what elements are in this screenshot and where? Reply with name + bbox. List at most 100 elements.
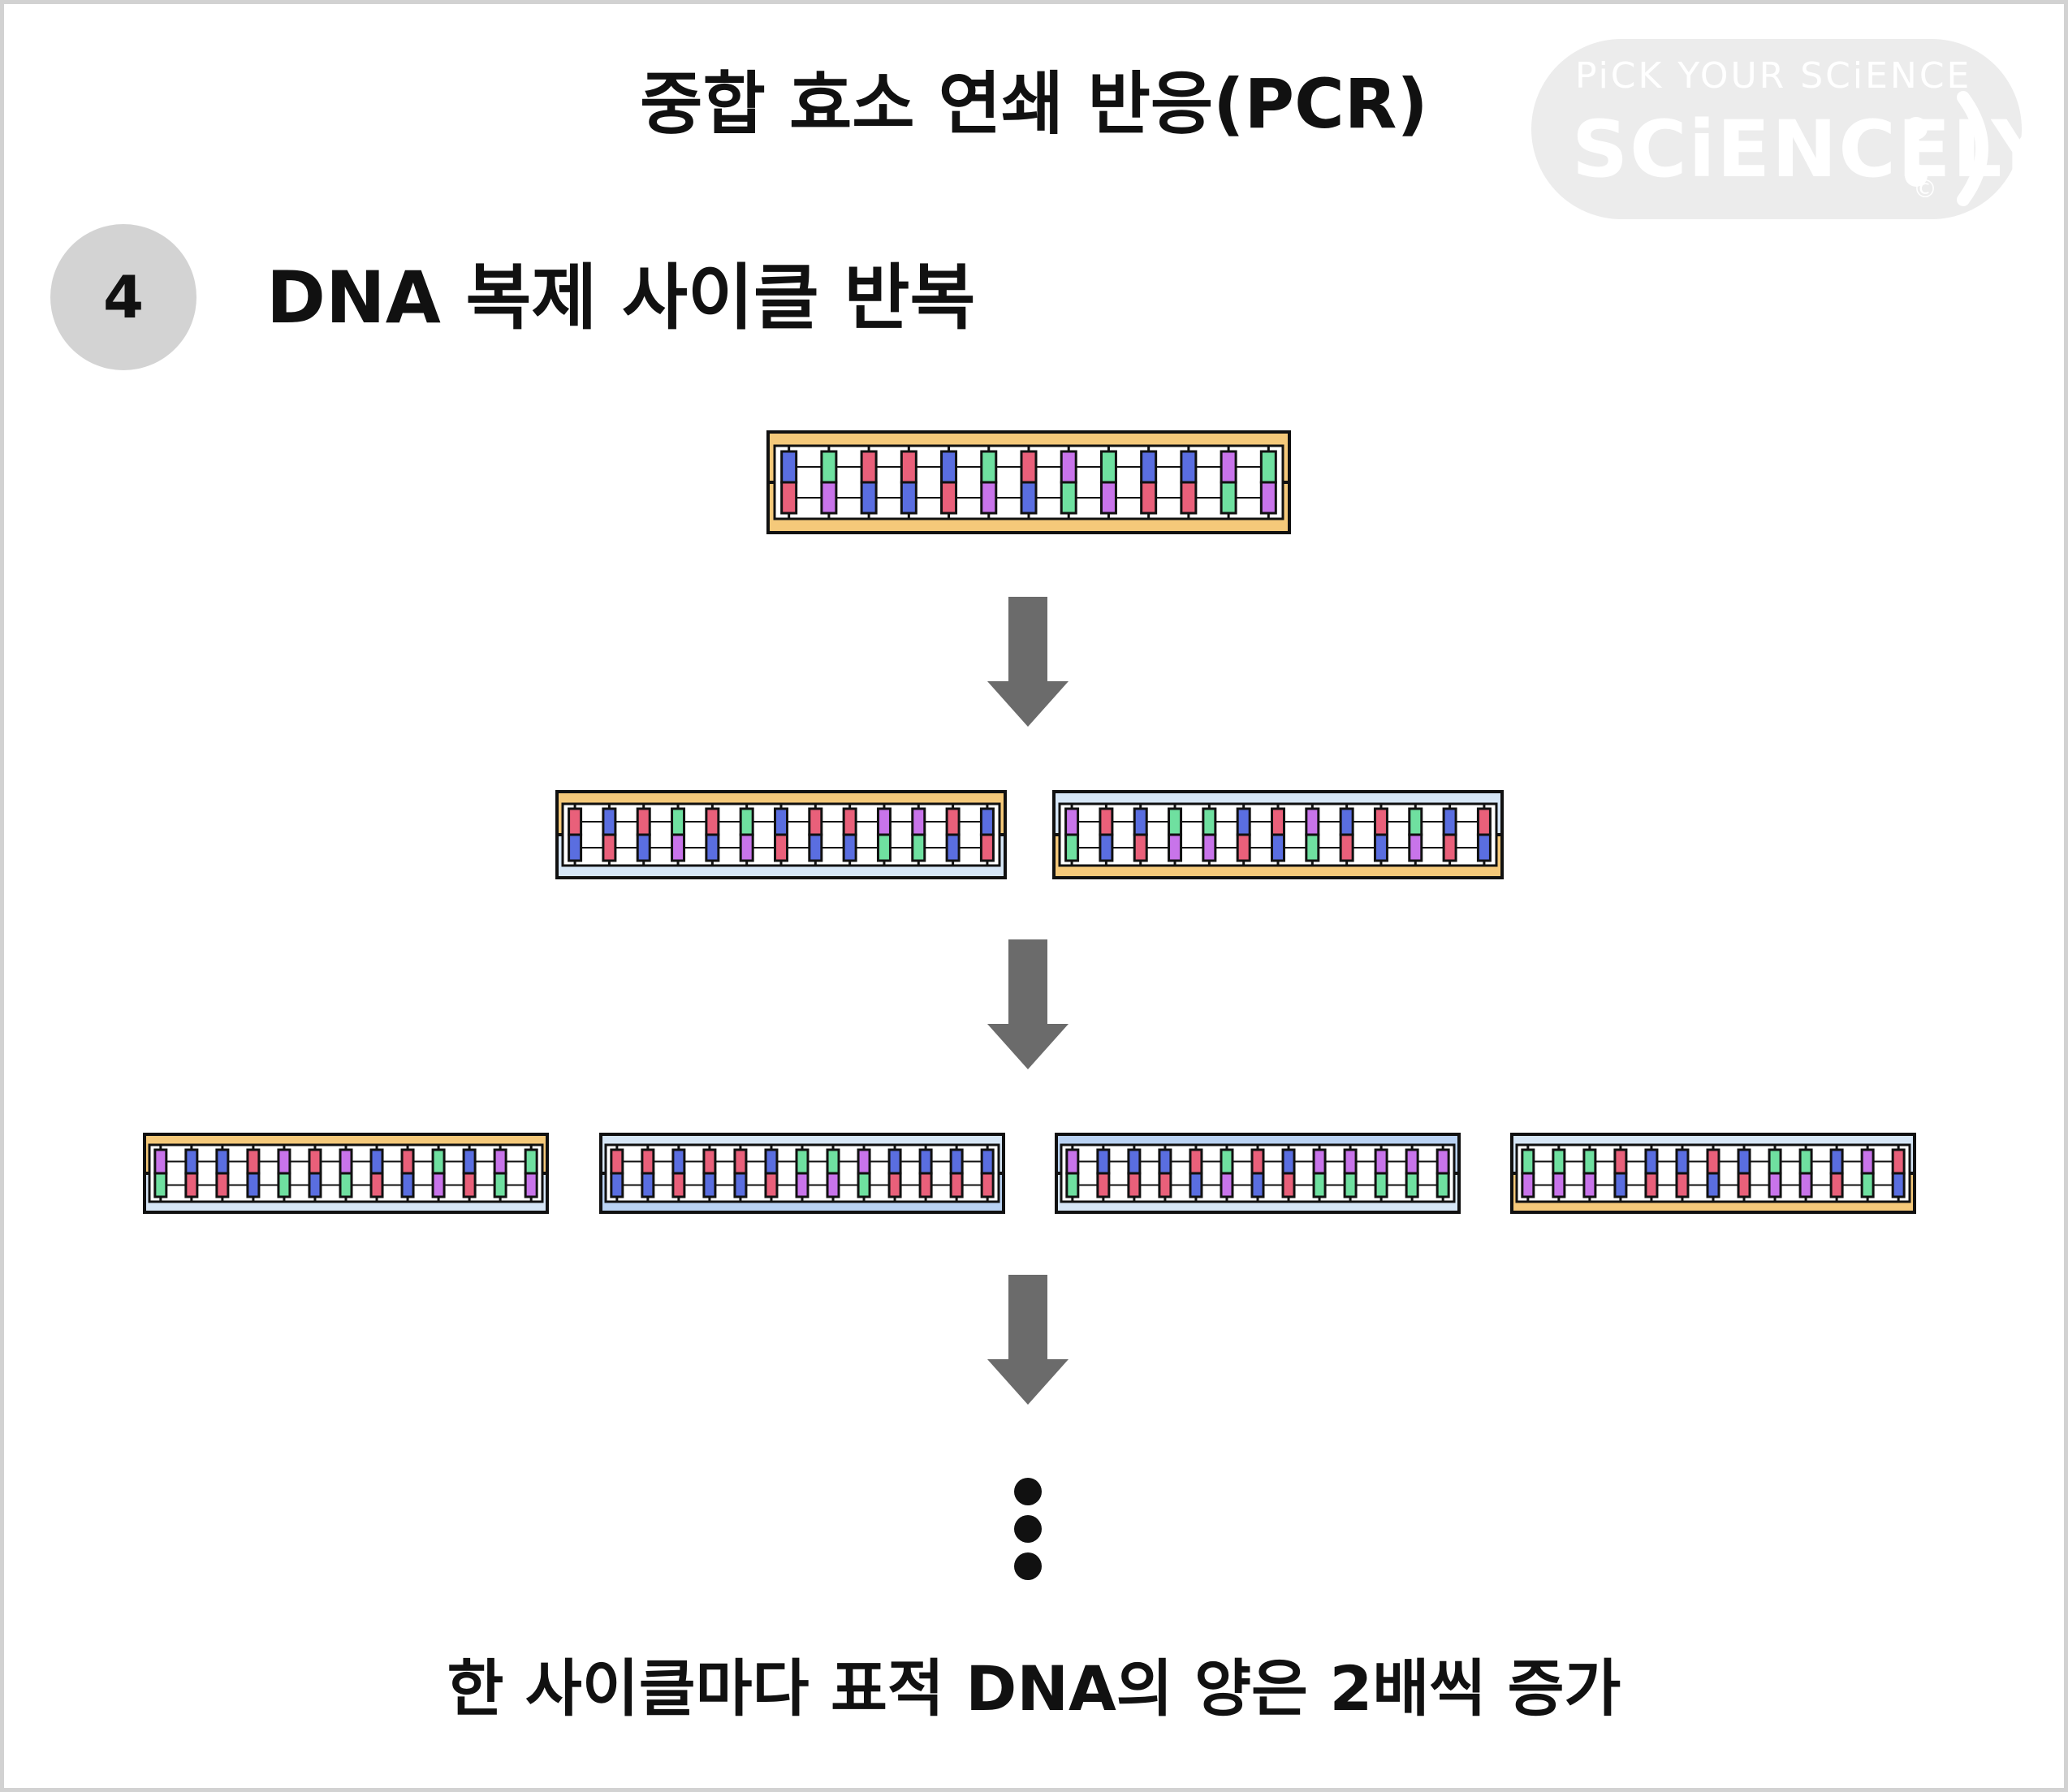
nucleotide-base xyxy=(1099,833,1114,862)
nucleotide-base xyxy=(524,1148,538,1175)
nucleotide-base xyxy=(1312,1172,1327,1198)
nucleotide-base xyxy=(1737,1172,1751,1198)
ellipsis-dot xyxy=(1014,1515,1042,1543)
nucleotide-base xyxy=(1271,833,1285,862)
nucleotide-base xyxy=(1060,481,1077,515)
nucleotide-base xyxy=(940,481,958,515)
nucleotide-base xyxy=(1521,1172,1535,1198)
nucleotide-base xyxy=(1065,1172,1080,1198)
nucleotide-base xyxy=(808,807,823,836)
nucleotide-base xyxy=(820,450,838,484)
nucleotide-base xyxy=(980,450,998,484)
nucleotide-base xyxy=(602,833,617,862)
nucleotide-base xyxy=(1476,833,1492,862)
nucleotide-base xyxy=(705,833,720,862)
nucleotide-base xyxy=(980,481,998,515)
nucleotide-base xyxy=(842,833,857,862)
nucleotide-base xyxy=(702,1172,717,1198)
nucleotide-base xyxy=(277,1148,291,1175)
nucleotide-base xyxy=(1064,833,1080,862)
nucleotide-base xyxy=(739,807,754,836)
nucleotide-base xyxy=(1281,1172,1296,1198)
nucleotide-base xyxy=(876,833,892,862)
nucleotide-base xyxy=(153,1172,168,1198)
nucleotide-base xyxy=(1281,1148,1296,1175)
down-arrow-icon xyxy=(987,597,1069,727)
nucleotide-base xyxy=(1373,833,1388,862)
nucleotide-base xyxy=(1768,1148,1782,1175)
nucleotide-base xyxy=(949,1148,964,1175)
nucleotide-base xyxy=(1220,450,1237,484)
nucleotide-base xyxy=(246,1148,261,1175)
nucleotide-base xyxy=(1339,833,1354,862)
nucleotide-base xyxy=(1436,1172,1450,1198)
nucleotide-base xyxy=(795,1148,809,1175)
nucleotide-base xyxy=(1220,1172,1234,1198)
nucleotide-base xyxy=(636,807,651,836)
nucleotide-base xyxy=(1220,481,1237,515)
nucleotide-base xyxy=(1891,1148,1906,1175)
nucleotide-base xyxy=(524,1172,538,1198)
nucleotide-base xyxy=(1189,1148,1203,1175)
nucleotide-base xyxy=(1096,1172,1111,1198)
nucleotide-base xyxy=(1768,1172,1782,1198)
nucleotide-base xyxy=(1339,807,1354,836)
nucleotide-base xyxy=(1312,1148,1327,1175)
nucleotide-base xyxy=(339,1172,353,1198)
nucleotide-base xyxy=(702,1148,717,1175)
nucleotide-base xyxy=(1168,807,1183,836)
nucleotide-base xyxy=(826,1172,840,1198)
nucleotide-base xyxy=(705,807,720,836)
nucleotide-base xyxy=(1158,1148,1172,1175)
nucleotide-base xyxy=(400,1148,415,1175)
nucleotide-base xyxy=(780,450,798,484)
nucleotide-base xyxy=(1374,1172,1388,1198)
nucleotide-base xyxy=(1798,1148,1813,1175)
nucleotide-base xyxy=(1099,807,1114,836)
nucleotide-base xyxy=(1675,1148,1690,1175)
nucleotide-base xyxy=(1405,1148,1419,1175)
nucleotide-base xyxy=(820,481,838,515)
ellipsis-dot xyxy=(1014,1552,1042,1580)
nucleotide-base xyxy=(795,1172,809,1198)
nucleotide-base xyxy=(1860,1148,1875,1175)
nucleotide-base xyxy=(246,1172,261,1198)
nucleotide-base xyxy=(900,481,917,515)
nucleotide-base xyxy=(462,1172,477,1198)
nucleotide-base xyxy=(1065,1148,1080,1175)
nucleotide-base xyxy=(1060,450,1077,484)
nucleotide-base xyxy=(493,1172,507,1198)
nucleotide-base xyxy=(876,807,892,836)
nucleotide-base xyxy=(641,1172,655,1198)
nucleotide-base xyxy=(1236,807,1251,836)
nucleotide-base xyxy=(1582,1148,1597,1175)
nucleotide-base xyxy=(1250,1148,1265,1175)
nucleotide-base xyxy=(153,1148,168,1175)
nucleotide-base xyxy=(1127,1172,1142,1198)
nucleotide-base xyxy=(1220,1148,1234,1175)
nucleotide-base xyxy=(842,807,857,836)
nucleotide-base xyxy=(1405,1172,1419,1198)
conclusion-text: 한 사이클마다 표적 DNA의 양은 2배씩 증가 xyxy=(447,1652,1621,1725)
nucleotide-base xyxy=(369,1148,384,1175)
nucleotide-base xyxy=(979,807,995,836)
nucleotide-base xyxy=(1305,807,1320,836)
dna-molecule xyxy=(143,1133,549,1214)
nucleotide-base xyxy=(1236,833,1251,862)
nucleotide-base xyxy=(277,1172,291,1198)
nucleotide-base xyxy=(940,450,958,484)
nucleotide-base xyxy=(431,1148,446,1175)
down-arrow-icon xyxy=(987,1275,1069,1405)
nucleotide-base xyxy=(1552,1172,1566,1198)
nucleotide-base xyxy=(1343,1172,1358,1198)
nucleotide-base xyxy=(215,1148,230,1175)
dna-molecule xyxy=(1510,1133,1916,1214)
nucleotide-base xyxy=(493,1148,507,1175)
nucleotide-base xyxy=(369,1172,384,1198)
nucleotide-base xyxy=(1099,481,1117,515)
nucleotide-base xyxy=(1891,1172,1906,1198)
nucleotide-base xyxy=(308,1172,322,1198)
nucleotide-base xyxy=(1140,481,1158,515)
nucleotide-base xyxy=(1706,1148,1720,1175)
nucleotide-base xyxy=(641,1148,655,1175)
